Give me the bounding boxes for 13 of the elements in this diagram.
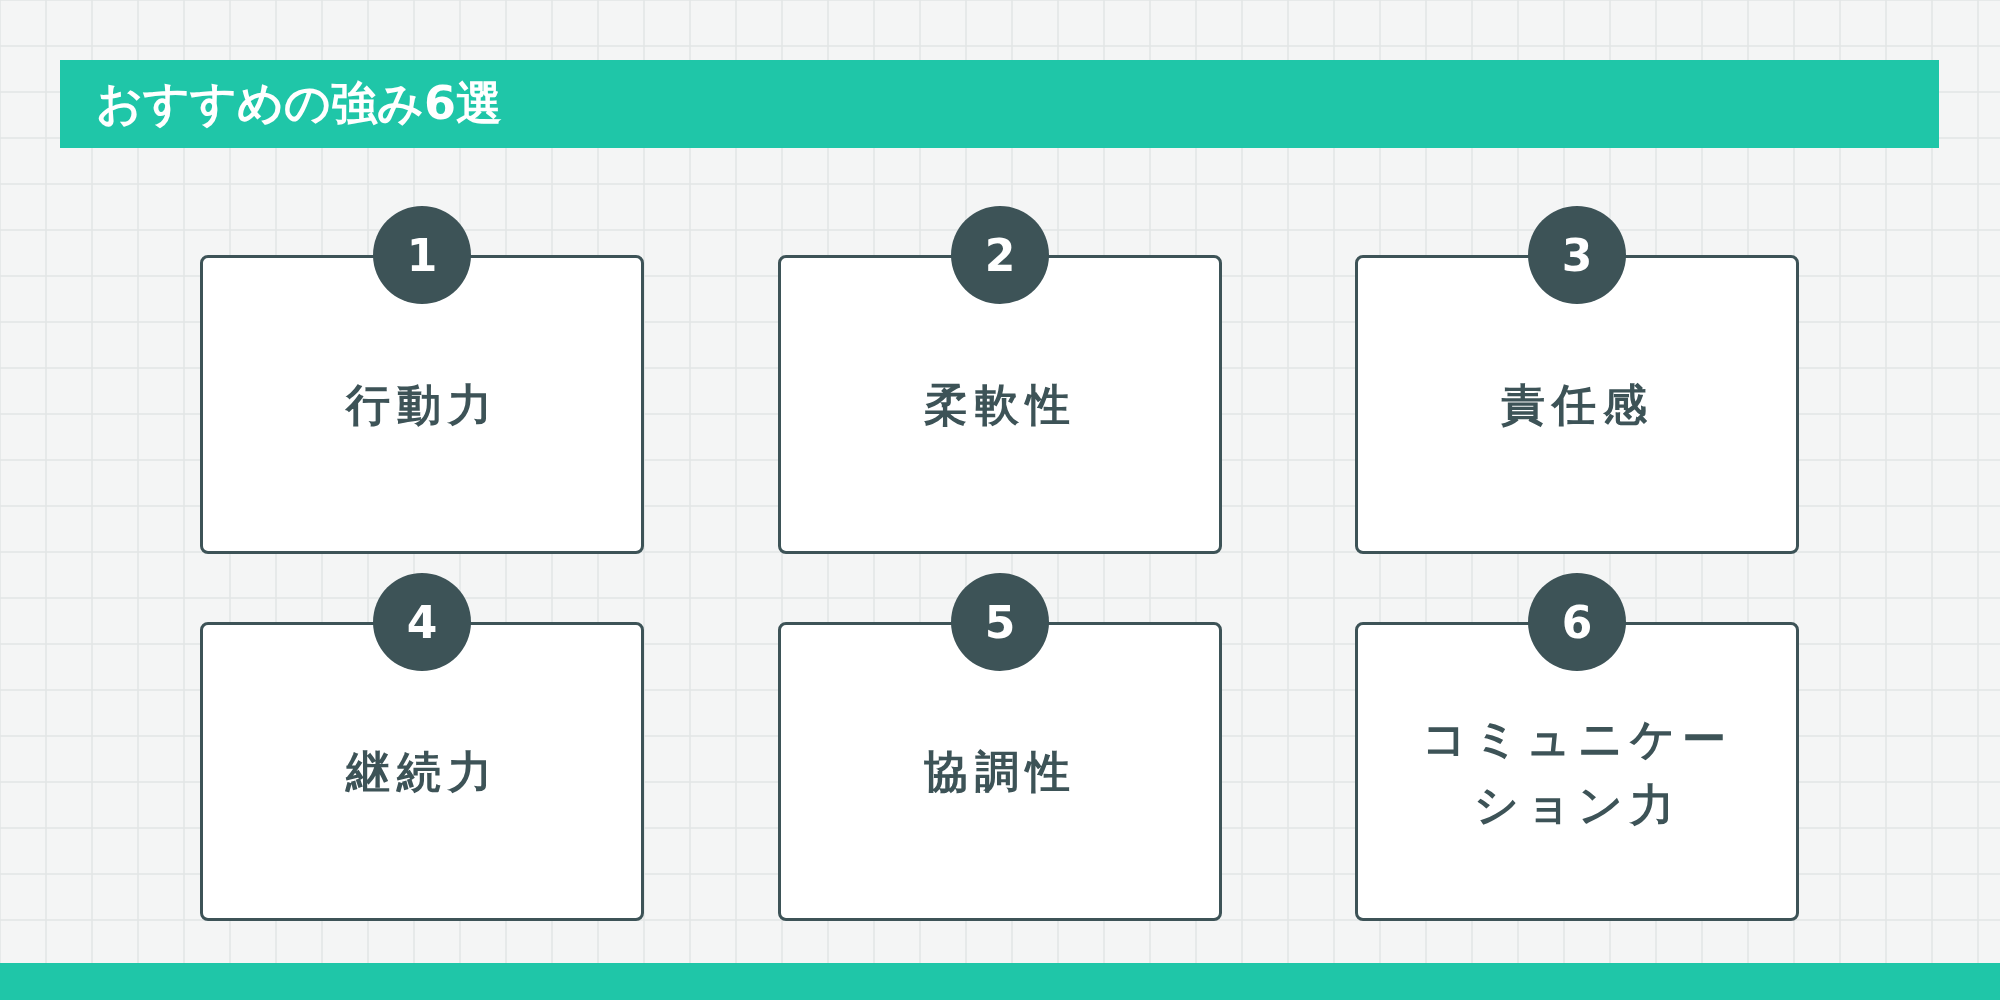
number-label: 3	[1561, 229, 1593, 281]
number-label: 4	[406, 596, 438, 648]
title: おすすめの強み6選	[96, 75, 502, 132]
strength-label: 継続力	[344, 744, 500, 799]
number-label: 5	[984, 596, 1016, 648]
strength-label: 行動力	[344, 377, 500, 432]
strength-label: 協調性	[922, 744, 1078, 799]
strength-label: 柔軟性	[922, 377, 1078, 432]
number-label: 1	[406, 229, 438, 281]
number-label: 6	[1561, 596, 1593, 648]
strength-label: 責任感	[1499, 377, 1655, 432]
number-label: 2	[984, 229, 1016, 281]
strength-label: コミュニケーション力	[1420, 711, 1734, 832]
